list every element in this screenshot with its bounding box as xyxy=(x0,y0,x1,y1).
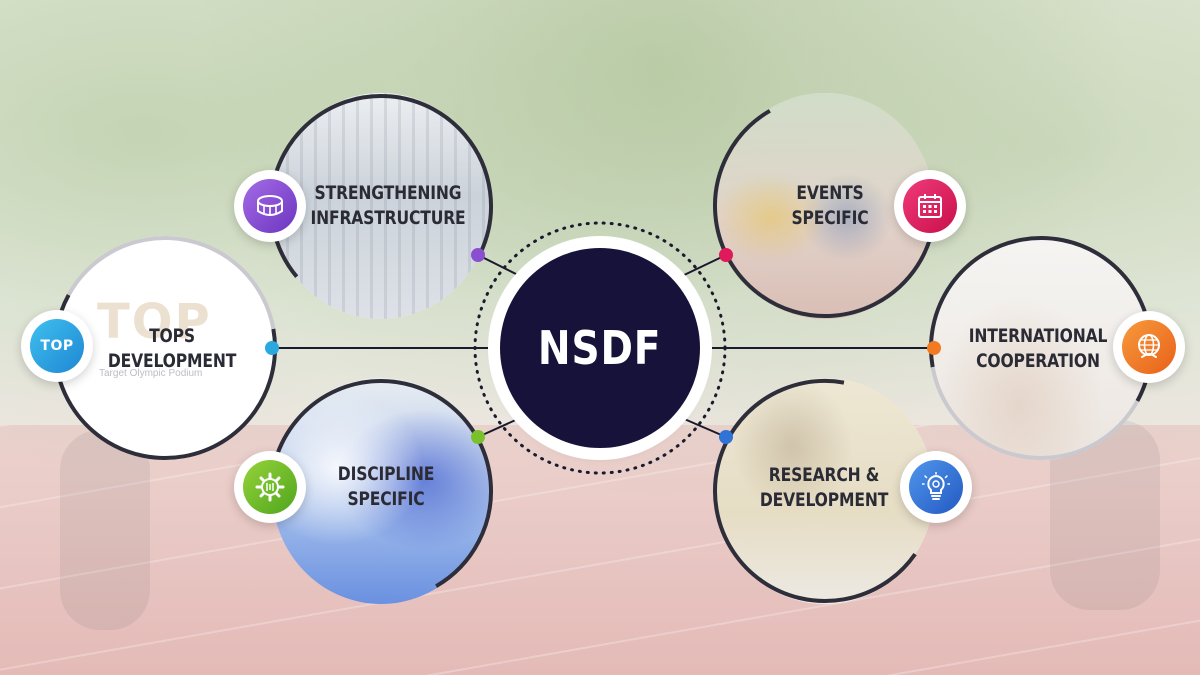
gear-glyph xyxy=(255,472,285,502)
gear-icon xyxy=(243,460,297,514)
ring-infrastructure xyxy=(269,94,493,318)
infrastructure-badge xyxy=(234,170,306,242)
node-research-circle xyxy=(716,378,934,604)
dot-discipline xyxy=(471,430,485,444)
tops-watermark-caption: Target Olympic Podium xyxy=(99,368,203,379)
node-events-line1: EVENTS xyxy=(796,182,864,204)
center-node: NSDF xyxy=(500,248,700,448)
globe-handshake-icon xyxy=(1122,320,1176,374)
node-international-line2: COOPERATION xyxy=(976,350,1100,372)
tops-logo-text: TOP xyxy=(40,338,74,354)
international-badge xyxy=(1113,311,1185,383)
node-international-line1: INTERNATIONAL xyxy=(968,325,1108,347)
discipline-badge xyxy=(234,451,306,523)
dot-events xyxy=(719,248,733,262)
runner-silhouette xyxy=(60,430,150,630)
dot-international xyxy=(927,341,941,355)
node-tops-line1: TOPS xyxy=(149,325,195,347)
node-infrastructure-line1: STRENGTHENING xyxy=(314,182,462,204)
tops-logo-watermark: TOP Target Olympic Podium xyxy=(55,236,275,460)
stadium-icon xyxy=(243,179,297,233)
node-events-line2: SPECIFIC xyxy=(791,207,869,229)
node-research-line2: DEVELOPMENT xyxy=(759,489,889,511)
tops-logo-icon: TOP xyxy=(30,319,84,373)
ring-tops-light xyxy=(53,236,277,460)
stadium-photo xyxy=(272,93,490,319)
tops-badge: TOP xyxy=(21,310,93,382)
dot-research xyxy=(719,430,733,444)
node-infrastructure-label: STRENGTHENING INFRASTRUCTURE xyxy=(293,181,482,231)
lightbulb-gear-icon xyxy=(909,460,963,514)
node-discipline-line1: DISCIPLINE xyxy=(337,463,435,485)
lab-photo xyxy=(716,378,934,604)
node-discipline-label: DISCIPLINE SPECIFIC xyxy=(327,462,445,512)
node-tops-label: TOPS DEVELOPMENT xyxy=(94,324,251,374)
stadium-glyph xyxy=(257,195,283,216)
tops-watermark-letters: TOP xyxy=(97,294,212,350)
node-research-line1: RESEARCH & xyxy=(768,464,880,486)
running-track xyxy=(0,425,1200,675)
node-international-label: INTERNATIONAL COOPERATION xyxy=(954,324,1123,374)
node-infrastructure-circle xyxy=(272,93,490,319)
dot-tops xyxy=(265,341,279,355)
node-research-label: RESEARCH & DEVELOPMENT xyxy=(746,463,903,513)
calendar-glyph xyxy=(918,194,942,218)
dot-infrastructure xyxy=(471,248,485,262)
globe-glyph xyxy=(1138,334,1160,358)
center-title: NSDF xyxy=(538,321,662,375)
research-badge xyxy=(900,451,972,523)
node-discipline-circle xyxy=(272,378,490,604)
node-discipline-line2: SPECIFIC xyxy=(347,488,425,510)
ring-international-light xyxy=(929,236,1154,460)
lightbulb-glyph xyxy=(922,472,950,500)
calendar-icon xyxy=(903,179,957,233)
node-tops-circle: TOP Target Olympic Podium xyxy=(55,236,275,460)
node-events-label: EVENTS SPECIFIC xyxy=(783,181,877,231)
node-tops-line2: DEVELOPMENT xyxy=(107,350,237,372)
events-badge xyxy=(894,170,966,242)
node-infrastructure-line2: INFRASTRUCTURE xyxy=(310,207,466,229)
hockey-photo xyxy=(272,378,490,604)
